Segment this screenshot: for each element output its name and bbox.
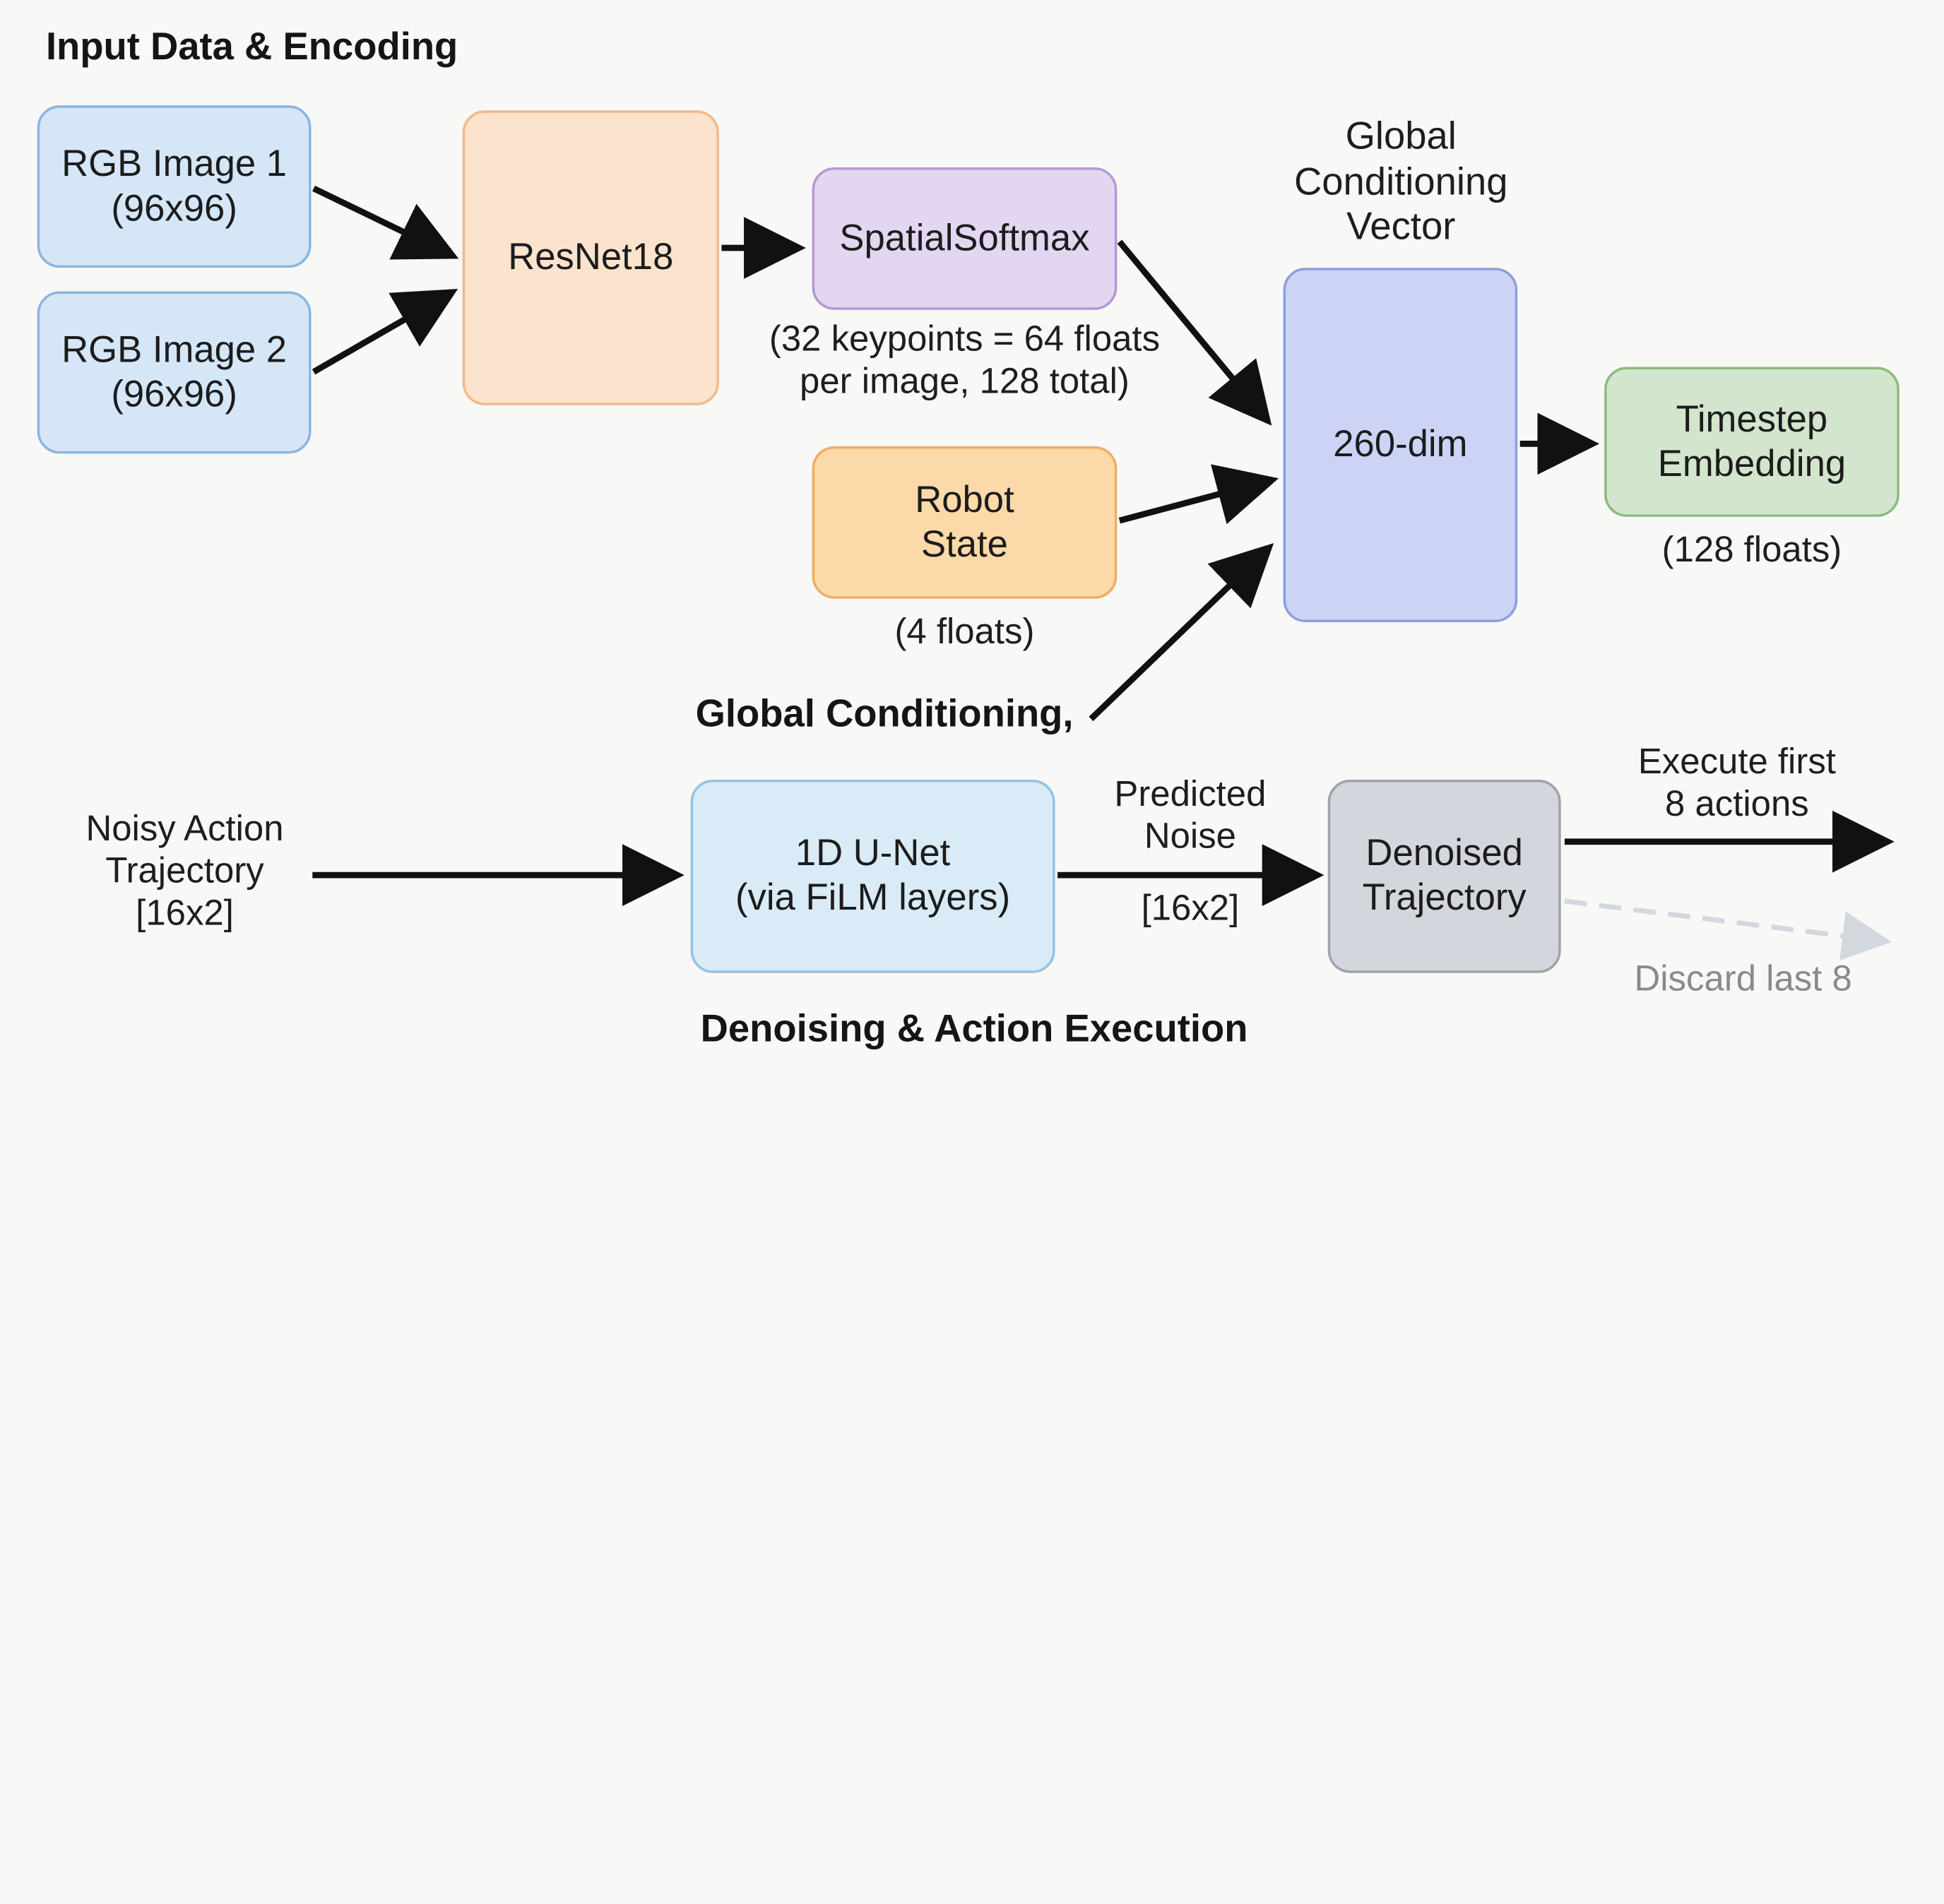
execute-label: Execute first 8 actions [1637, 742, 1836, 825]
timestep-note: (128 floats) [1661, 530, 1842, 571]
spatialsoftmax-node: SpatialSoftmax [812, 167, 1118, 310]
section-title-input: Input Data & Encoding [45, 25, 458, 69]
arrow-spatial-to-global [1117, 239, 1272, 426]
arrow-rgb2-to-resnet [312, 288, 458, 375]
arrow-robot-to-global [1118, 464, 1279, 525]
global-conditioning-vector-title: Global Conditioning Vector [1293, 114, 1508, 249]
section-title-denoise: Denoising & Action Execution [700, 1006, 1248, 1050]
noisy-action-label: Noisy Action Trajectory [16x2] [85, 809, 284, 934]
robot-state-node: Robot State [812, 446, 1118, 599]
arrow-layer [312, 185, 1895, 960]
resnet18-node: ResNet18 [462, 110, 719, 405]
arrow-globalcond-to-global [1089, 542, 1274, 722]
arrow-rgb1-to-resnet [312, 185, 459, 260]
arrow-discard [1564, 898, 1892, 960]
predicted-noise-dim: [16x2] [1141, 888, 1240, 929]
global-vector-node: 260-dim [1283, 268, 1518, 623]
robot-state-note: (4 floats) [894, 612, 1035, 653]
predicted-noise-label: Predicted Noise [1114, 774, 1267, 857]
discard-label: Discard last 8 [1634, 959, 1852, 999]
spatialsoftmax-note: (32 keypoints = 64 floats per image, 128… [769, 319, 1161, 403]
section-title-global: Global Conditioning, [695, 691, 1074, 735]
unet-node: 1D U-Net (via FiLM layers) [690, 779, 1055, 973]
rgb-image-1-node: RGB Image 1 (96x96) [37, 105, 312, 268]
rgb-image-2-node: RGB Image 2 (96x96) [37, 291, 312, 454]
timestep-embedding-node: Timestep Embedding [1604, 367, 1899, 517]
denoised-trajectory-node: Denoised Trajectory [1327, 779, 1561, 973]
